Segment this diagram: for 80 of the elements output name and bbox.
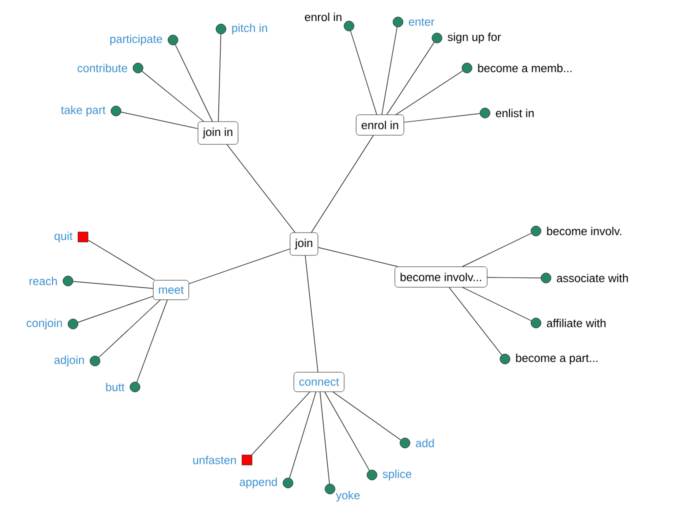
connector-line — [218, 34, 222, 122]
connector-line — [332, 392, 402, 440]
connector-line — [320, 392, 330, 484]
dot-marker — [540, 272, 552, 284]
connector-line — [386, 42, 434, 115]
dot-marker — [400, 438, 410, 448]
word-label: enrol in — [304, 12, 342, 22]
dot-marker — [432, 32, 442, 44]
connector-line — [462, 232, 532, 267]
dot-marker — [530, 226, 542, 236]
connector-line — [324, 392, 370, 471]
word-label: append — [240, 478, 277, 488]
dot-marker — [130, 382, 140, 392]
dot-marker — [462, 62, 472, 74]
word-box: enrol in — [356, 114, 404, 136]
connector-line — [98, 300, 161, 358]
dot-marker — [324, 484, 336, 494]
dot-marker — [480, 108, 490, 118]
connector-line — [487, 277, 542, 278]
dot-marker — [110, 106, 122, 116]
connector-line — [448, 287, 502, 356]
word-label: become involv. — [547, 226, 622, 236]
word-label: unfasten — [193, 456, 236, 464]
connector-line — [304, 255, 318, 372]
word-box: meet — [153, 280, 189, 300]
dot-marker — [216, 24, 226, 34]
word-label: enlist in — [496, 108, 534, 118]
dot-marker — [168, 34, 178, 46]
word-label: take part — [61, 106, 106, 116]
connector-line — [78, 296, 154, 323]
word-label: splice — [382, 470, 412, 480]
word-label: enter — [408, 18, 434, 26]
word-label: associate with — [556, 274, 628, 282]
word-label: become a memb... — [478, 64, 572, 72]
connector-line — [174, 44, 213, 122]
word-label: yoke — [336, 490, 360, 502]
dot-marker — [530, 318, 542, 328]
dot-marker — [500, 354, 510, 364]
word-label: butt — [106, 382, 125, 392]
connector-line — [226, 144, 296, 233]
connector-line — [188, 248, 290, 284]
dot-marker — [68, 318, 78, 330]
word-label: reach — [30, 276, 57, 286]
connector-line — [289, 392, 316, 478]
connector-line — [318, 247, 398, 267]
connector-line — [120, 112, 198, 129]
connector-line — [136, 300, 168, 382]
word-box: join — [290, 232, 318, 256]
connector-line — [72, 281, 154, 289]
dot-marker — [132, 62, 144, 74]
word-label: sign up for — [448, 32, 501, 44]
word-box: connect — [294, 372, 344, 392]
word-label: become a part... — [516, 354, 598, 364]
connector-line — [382, 26, 398, 115]
word-label: conjoin — [26, 318, 62, 330]
connector-line — [142, 70, 204, 122]
connector-line — [350, 30, 378, 115]
connector-line — [311, 135, 374, 233]
connector-line — [396, 70, 463, 115]
word-box: become involv... — [394, 266, 488, 288]
connector-line — [88, 240, 155, 280]
word-label: affiliate with — [546, 318, 606, 328]
connector-line — [404, 113, 480, 123]
dot-marker — [344, 20, 354, 32]
word-box: join in — [198, 121, 238, 145]
connector-line — [252, 392, 310, 456]
square-marker — [242, 454, 252, 466]
word-label: add — [416, 438, 434, 448]
word-label: participate — [110, 34, 162, 46]
connector-line — [462, 287, 532, 322]
word-label: adjoin — [54, 356, 84, 366]
dot-marker — [366, 470, 378, 480]
dot-marker — [62, 276, 74, 286]
word-label: pitch in — [232, 24, 268, 34]
dot-marker — [392, 16, 404, 28]
dot-marker — [282, 478, 294, 488]
dot-marker — [90, 356, 100, 366]
word-label: quit — [54, 232, 72, 242]
square-marker — [78, 232, 88, 242]
word-label: contribute — [78, 64, 128, 72]
